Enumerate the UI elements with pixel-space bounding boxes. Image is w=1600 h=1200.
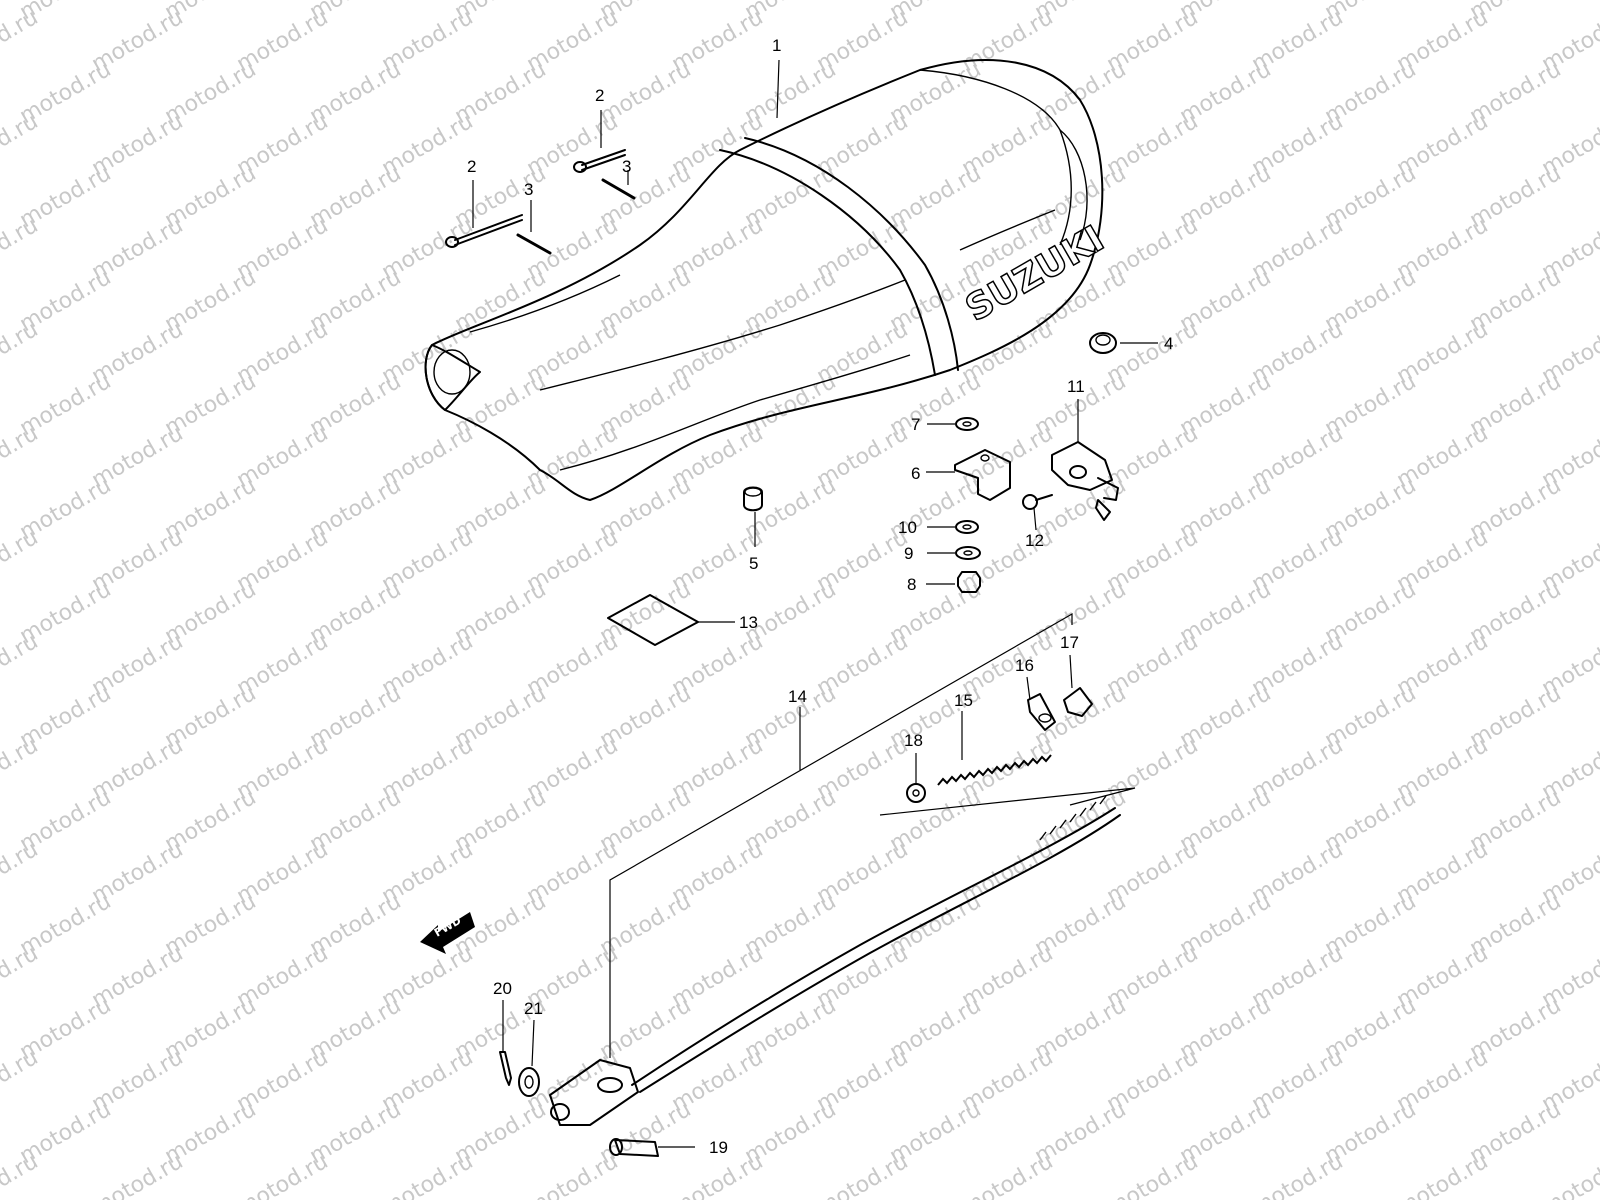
watermark-text: motod.ru	[523, 1149, 623, 1200]
callout-19: 19	[709, 1138, 728, 1157]
cotter-pin-part	[516, 178, 636, 255]
washer-9-part	[955, 546, 981, 560]
watermark-text: motod.ru	[1393, 1149, 1493, 1200]
washer-10-part	[955, 520, 979, 534]
grommet-part	[1089, 332, 1117, 354]
callout-7: 7	[911, 415, 920, 434]
leader-lines	[472, 59, 1158, 1148]
bracket-part	[954, 449, 1011, 501]
nut-part	[957, 571, 981, 593]
callout-9: 9	[904, 544, 913, 563]
callout-labels: 1 2 2 3 3 4 5 6 7 8 9 10 11 12 13 14 15 …	[467, 36, 1173, 1157]
watermark-text: motod.ru	[0, 1045, 42, 1117]
watermark-text: motod.ru	[0, 629, 42, 701]
watermark-text: motod.ru	[1538, 1149, 1600, 1200]
callout-4: 4	[1164, 334, 1173, 353]
callout-18: 18	[904, 731, 923, 750]
watermark-text: motod.ru	[958, 1149, 1058, 1200]
callout-13: 13	[739, 613, 758, 632]
callout-8: 8	[907, 575, 916, 594]
screw-part	[1022, 494, 1053, 510]
watermark-text: motod.ru	[0, 317, 42, 389]
callout-3: 3	[524, 180, 533, 199]
watermark-text: motod.ru	[233, 1149, 333, 1200]
callout-1: 1	[772, 36, 781, 55]
clevis-pin-part	[609, 1138, 659, 1157]
washer-18-part	[906, 783, 926, 803]
callout-20: 20	[493, 979, 512, 998]
washer-7-part	[955, 417, 979, 431]
callout-16: 16	[1015, 656, 1034, 675]
watermark-text: motod.ru	[1103, 1149, 1203, 1200]
callout-6: 6	[911, 464, 920, 483]
watermark-text: motod.ru	[0, 525, 42, 597]
watermark-text: motod.ru	[0, 733, 42, 805]
watermark-text: motod.ru	[0, 5, 42, 77]
watermark-text: motod.ru	[88, 1149, 188, 1200]
callout-17: 17	[1060, 633, 1079, 652]
watermark-text: motod.ru	[0, 213, 42, 285]
watermark-text: motod.ru	[1248, 1149, 1348, 1200]
callout-2: 2	[595, 86, 604, 105]
callout-14: 14	[788, 687, 807, 706]
washer-21-part	[518, 1067, 540, 1097]
cable-end-cap-part	[1027, 693, 1056, 731]
callout-10: 10	[898, 518, 917, 537]
watermark-text: motod.ru	[378, 1149, 478, 1200]
seat-lock-part	[1051, 441, 1119, 521]
watermark-text: motod.ru	[0, 941, 42, 1013]
watermark-text: motod.ru	[0, 109, 42, 181]
callout-11: 11	[1067, 377, 1085, 396]
callout-3: 3	[622, 157, 631, 176]
cable-cotter-pin-part	[499, 1051, 512, 1086]
watermark-text: motod.ru	[813, 1149, 913, 1200]
spring-part	[937, 754, 1052, 786]
watermark-text: motod.ru	[0, 837, 42, 909]
lock-cable-part	[549, 795, 1121, 1126]
cable-holder-part	[1063, 687, 1093, 717]
seat-pin-part	[445, 149, 626, 248]
callout-2: 2	[467, 157, 476, 176]
callout-5: 5	[749, 554, 758, 573]
callout-12: 12	[1025, 531, 1044, 550]
callout-15: 15	[954, 691, 973, 710]
callout-21: 21	[524, 999, 543, 1018]
watermark-text: motod.ru	[0, 421, 42, 493]
cushion-part	[743, 486, 763, 512]
